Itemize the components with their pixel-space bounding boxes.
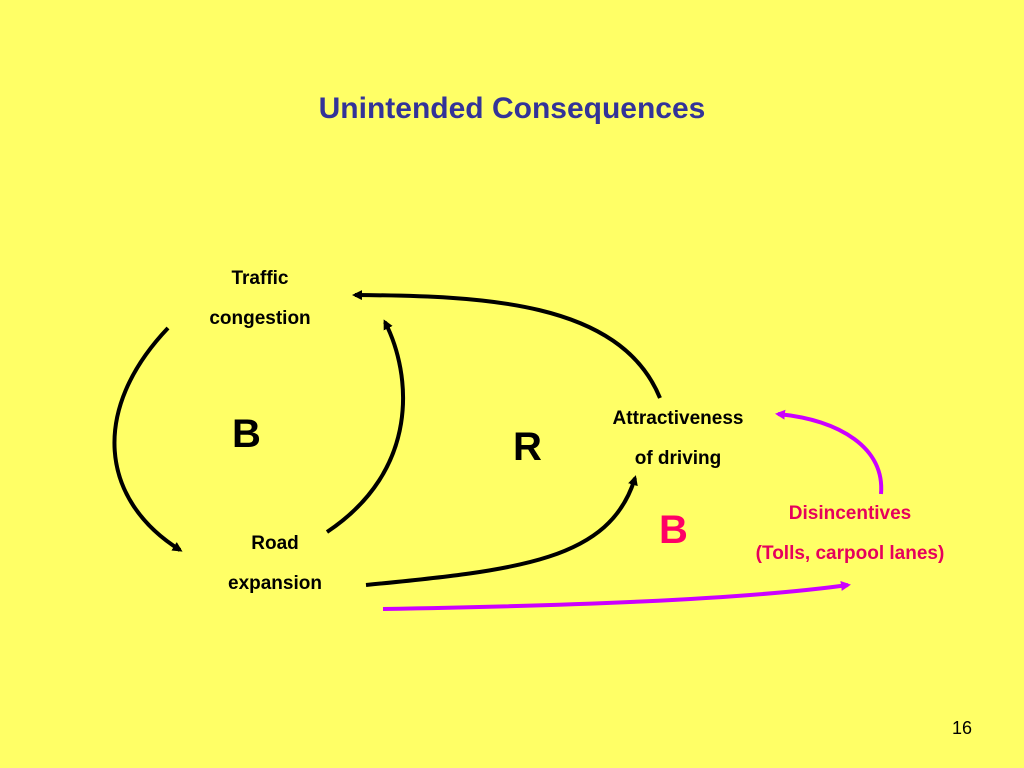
arrow-road-to-disincentives — [382, 581, 851, 611]
arrow-congestion-to-road — [112, 326, 183, 552]
node-attractiveness-of-driving: Attractiveness of driving — [612, 408, 744, 469]
slide-title: Unintended Consequences — [318, 92, 706, 125]
page-number: 16 — [951, 718, 972, 738]
node-road-expansion: Road expansion — [228, 533, 322, 594]
arrow-road-to-attractiveness — [365, 475, 638, 587]
node-traffic-congestion: Traffic congestion — [209, 268, 311, 329]
loop-label-balancing-2: B — [659, 508, 688, 552]
loop-label-balancing-1: B — [232, 412, 261, 456]
arrow-attractiveness-to-congestion — [352, 290, 662, 399]
loop-label-reinforcing: R — [513, 425, 542, 469]
arrow-road-to-congestion — [325, 319, 405, 534]
arrow-disincentives-to-attractiveness — [775, 409, 884, 495]
node-disincentives: Disincentives (Tolls, carpool lanes) — [755, 503, 945, 564]
